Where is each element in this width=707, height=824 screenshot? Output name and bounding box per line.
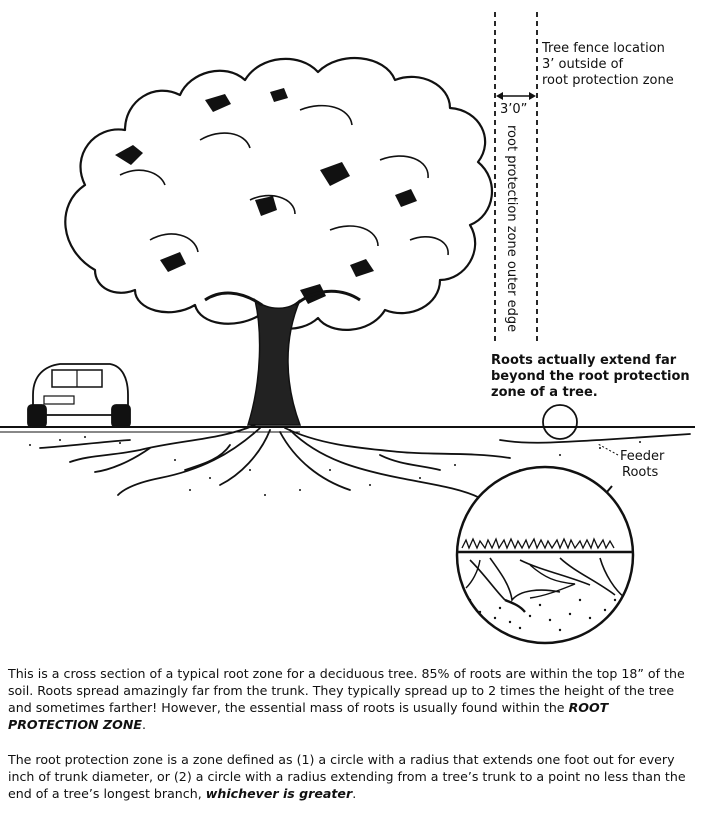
paragraph-2-text: The root protection zone is a zone defin… — [8, 752, 686, 801]
paragraph-root-zone: This is a cross section of a typical roo… — [8, 665, 700, 733]
dimension-label: 3’0” — [500, 102, 527, 117]
paragraph-definition: The root protection zone is a zone defin… — [8, 751, 700, 802]
fence-label-line3: root protection zone — [542, 73, 674, 88]
roots-note-line3: zone of a tree. — [491, 385, 598, 400]
paragraph-1-end: . — [141, 717, 146, 732]
roots-note-line1: Roots actually extend far — [491, 353, 677, 368]
feeder-leader-line — [597, 443, 619, 456]
root-zone-diagram: 3’0” root protection zone outer edge Tre… — [0, 12, 695, 645]
feeder-roots-spot — [542, 404, 578, 440]
canopy-shadows — [115, 88, 417, 304]
soil-speckles — [29, 436, 641, 496]
feeder-label-line1: Feeder — [620, 449, 665, 464]
fence-label-line2: 3’ outside of — [542, 57, 624, 72]
outer-edge-label: root protection zone outer edge — [504, 125, 519, 332]
paragraph-1-emphasis: ROOT PROTECTION ZONE — [8, 700, 609, 732]
paragraph-2-end: . — [352, 786, 357, 801]
car-illustration — [27, 363, 131, 428]
paragraph-1-text: This is a cross section of a typical roo… — [8, 666, 685, 715]
feeder-roots-detail — [455, 465, 635, 645]
protection-zone-lines — [494, 12, 538, 345]
feeder-label-line2: Roots — [622, 465, 658, 480]
dimension-arrow — [496, 92, 536, 100]
roots-note-line2: beyond the root protection — [491, 369, 690, 384]
ground-surface — [0, 426, 695, 433]
tree-roots — [39, 424, 691, 499]
caption-text: This is a cross section of a typical roo… — [8, 665, 700, 820]
tree-trunk — [204, 289, 361, 426]
fence-label-line1: Tree fence location — [541, 41, 665, 56]
paragraph-2-emphasis: whichever is greater — [205, 786, 353, 801]
